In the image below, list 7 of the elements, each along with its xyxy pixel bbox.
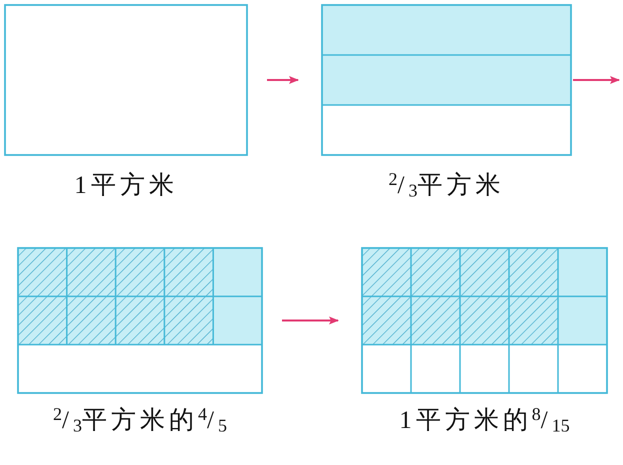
node-label: 1平方米 [74,170,178,201]
arrow [573,76,620,84]
arrow [282,316,339,324]
arrow [267,76,299,84]
node-label: 1平方米的$^{8}$/$_{15}$ [399,403,570,437]
node-label: $^{2}$/$_{3}$平方米 [388,168,504,202]
node-label: $^{2}$/$_{3}$平方米的$^{4}$/$_{5}$ [53,403,227,437]
